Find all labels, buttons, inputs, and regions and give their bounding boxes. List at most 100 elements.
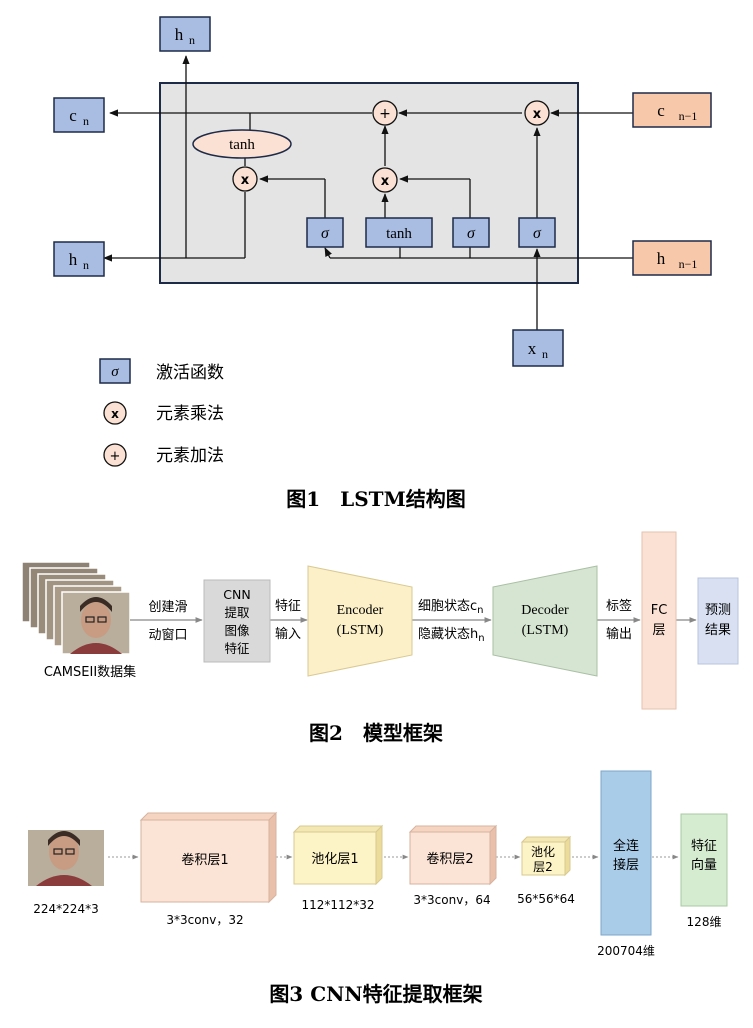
model-framework-diagram: CAMSEII数据集 创建滑 动窗口 CNN 提取 图像 特征 特征 输入 En… [21,531,739,745]
cnn-box: CNN 提取 图像 特征 [203,579,271,663]
face-photo-front [61,591,131,655]
pool2-size-label: 56*56*64 [517,892,575,906]
legend-multiply: x 元素乘法 [103,401,224,425]
svg-text:层: 层 [652,623,665,638]
dense-layer: 全连 接层 [600,770,652,936]
h-prev-node: h n−1 [632,240,712,276]
c-out-node: c n [53,97,105,133]
svg-text:(LSTM): (LSTM) [522,623,569,638]
lstm-cell-box [159,82,579,284]
sliding-window-label-1: 创建滑 [148,600,187,615]
feature-input-label-1: 特征 [275,599,301,614]
cnn-extraction-diagram: 224*224*3 卷积层1 3*3conv，32 池化层1 112*112*3… [28,770,728,1006]
svg-text:x: x [111,407,119,421]
svg-text:σ: σ [111,364,119,380]
svg-text:h: h [175,25,184,44]
svg-text:池化: 池化 [531,845,555,859]
svg-text:元素乘法: 元素乘法 [156,404,224,424]
svg-text:n−1: n−1 [679,109,698,123]
svg-text:隐藏状态hn: 隐藏状态hn [418,627,485,644]
input-face-photo [28,830,104,886]
svg-text:图像: 图像 [224,623,250,638]
svg-text:n: n [189,33,195,47]
svg-text:接层: 接层 [613,857,639,873]
sigma-gate-2: σ [452,217,490,248]
svg-text:池化层1: 池化层1 [311,852,358,867]
svg-text:细胞状态cn: 细胞状态cn [418,599,484,616]
svg-text:结果: 结果 [705,623,731,638]
pool-layer-1: 池化层1 [292,824,384,886]
decoder-block: Decoder (LSTM) [492,565,598,677]
dataset-image-stack [21,561,131,655]
svg-text:x: x [533,107,542,122]
svg-text:σ: σ [467,225,476,242]
sigma-gate-1: σ [306,217,344,248]
input-size-label: 224*224*3 [33,902,98,916]
hidden-state-label: 隐藏状态hn [418,627,485,644]
svg-text:(LSTM): (LSTM) [337,623,384,638]
figure-3-caption: 图3 CNN特征提取框架 [269,982,482,1006]
svg-text:tanh: tanh [229,137,255,153]
h-out-left-node: h n [53,241,105,277]
conv-layer-1: 卷积层1 [139,811,278,904]
sliding-window-label-2: 动窗口 [148,627,187,643]
feature-input-label-2: 输入 [275,626,301,642]
lstm-diagram: h n c n h n c n−1 h n−1 x [53,16,712,511]
lstm-connections [103,55,633,330]
feature-size-label: 128维 [687,915,722,929]
tanh-gate: tanh [365,217,433,248]
label-output-label-2: 输出 [606,626,632,642]
dataset-label: CAMSEII数据集 [44,664,136,680]
fc-layer-block: FC 层 [641,531,677,710]
plus-operator: + [372,100,398,126]
conv-layer-2: 卷积层2 [408,824,498,886]
svg-text:FC: FC [651,603,668,618]
sigma-gate-3: σ [518,217,556,248]
svg-text:元素加法: 元素加法 [156,446,224,466]
svg-text:+: + [110,449,121,464]
c-prev-node: c n−1 [632,92,712,128]
svg-text:c: c [69,106,77,125]
svg-text:σ: σ [533,225,542,242]
h-out-top-node: h n [159,16,211,52]
svg-text:x: x [381,174,390,189]
encoder-block: Encoder (LSTM) [307,565,413,677]
svg-text:tanh: tanh [386,226,412,242]
lstm-legend: σ 激活函数 x 元素乘法 + 元素加法 [99,358,224,467]
cell-state-label: 细胞状态cn [418,599,484,616]
svg-text:卷积层1: 卷积层1 [181,852,228,868]
pool-layer-2: 池化 层2 [520,835,572,877]
svg-text:特征: 特征 [224,641,250,656]
svg-text:激活函数: 激活函数 [156,363,224,383]
svg-text:n: n [542,347,548,361]
conv2-spec-label: 3*3conv，64 [413,893,490,907]
svg-text:Encoder: Encoder [337,603,384,618]
svg-text:预测: 预测 [705,603,731,618]
prediction-result-block: 预测 结果 [697,577,739,665]
x-in-node: x n [512,329,564,367]
svg-text:CNN: CNN [223,587,250,602]
svg-text:h: h [657,249,666,268]
svg-text:+: + [379,106,391,122]
legend-plus: + 元素加法 [103,443,224,467]
multiply-operator-left: x [232,166,258,192]
pool1-size-label: 112*112*32 [301,898,374,912]
svg-text:卷积层2: 卷积层2 [426,851,473,867]
conv1-spec-label: 3*3conv，32 [166,913,243,927]
svg-text:x: x [528,339,537,358]
figure-1-caption: 图1 LSTM结构图 [286,487,465,511]
label-output-label-1: 标签 [606,598,632,614]
svg-text:层2: 层2 [533,860,553,874]
svg-text:x: x [241,173,250,188]
svg-text:c: c [657,101,665,120]
tanh-ellipse: tanh [192,129,292,159]
svg-text:Decoder: Decoder [521,603,569,618]
dense-size-label: 200704维 [597,944,655,958]
svg-text:n: n [83,114,89,128]
svg-text:n−1: n−1 [679,257,698,271]
multiply-operator-middle: x [372,167,398,193]
svg-text:向量: 向量 [691,857,717,873]
svg-text:h: h [69,250,78,269]
feature-vector-block: 特征 向量 [680,813,728,907]
